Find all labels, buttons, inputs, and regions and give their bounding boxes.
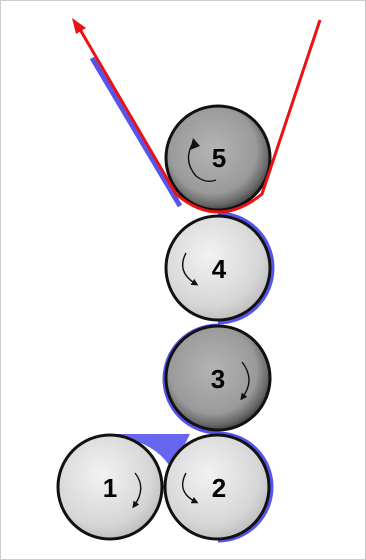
web-wrap-roll-4 [217, 211, 275, 325]
roll-2-body [163, 433, 271, 541]
roll-3-label: 3 [211, 364, 225, 394]
web-red-path [72, 18, 322, 214]
rotation-arrow-icon [132, 472, 142, 509]
roll-2-label: 2 [212, 473, 226, 503]
rotation-arrow-icon [182, 472, 199, 504]
rotation-arrow-icon [187, 140, 217, 183]
roll-1: 1 [56, 433, 164, 541]
roll-4-body [164, 214, 272, 322]
roll-5-body [164, 104, 272, 212]
roll-1-label: 1 [103, 473, 117, 503]
roll-5-label: 5 [212, 143, 226, 173]
roll-2: 2 [163, 433, 271, 541]
roll-5: 5 [164, 104, 272, 212]
roll-3-body [164, 324, 272, 432]
roll-3: 3 [164, 324, 272, 432]
web-red-line [76, 19, 322, 214]
web-exit-arrow-icon [72, 18, 86, 34]
roll-4-label: 4 [212, 254, 227, 284]
nip-material-bank [110, 434, 190, 470]
roll-1-body [56, 433, 164, 541]
rotation-arrowhead-icon [190, 138, 200, 150]
rotation-arrow-icon [182, 252, 199, 286]
roll-4: 4 [164, 214, 272, 322]
rotation-arrow-icon [240, 361, 250, 401]
